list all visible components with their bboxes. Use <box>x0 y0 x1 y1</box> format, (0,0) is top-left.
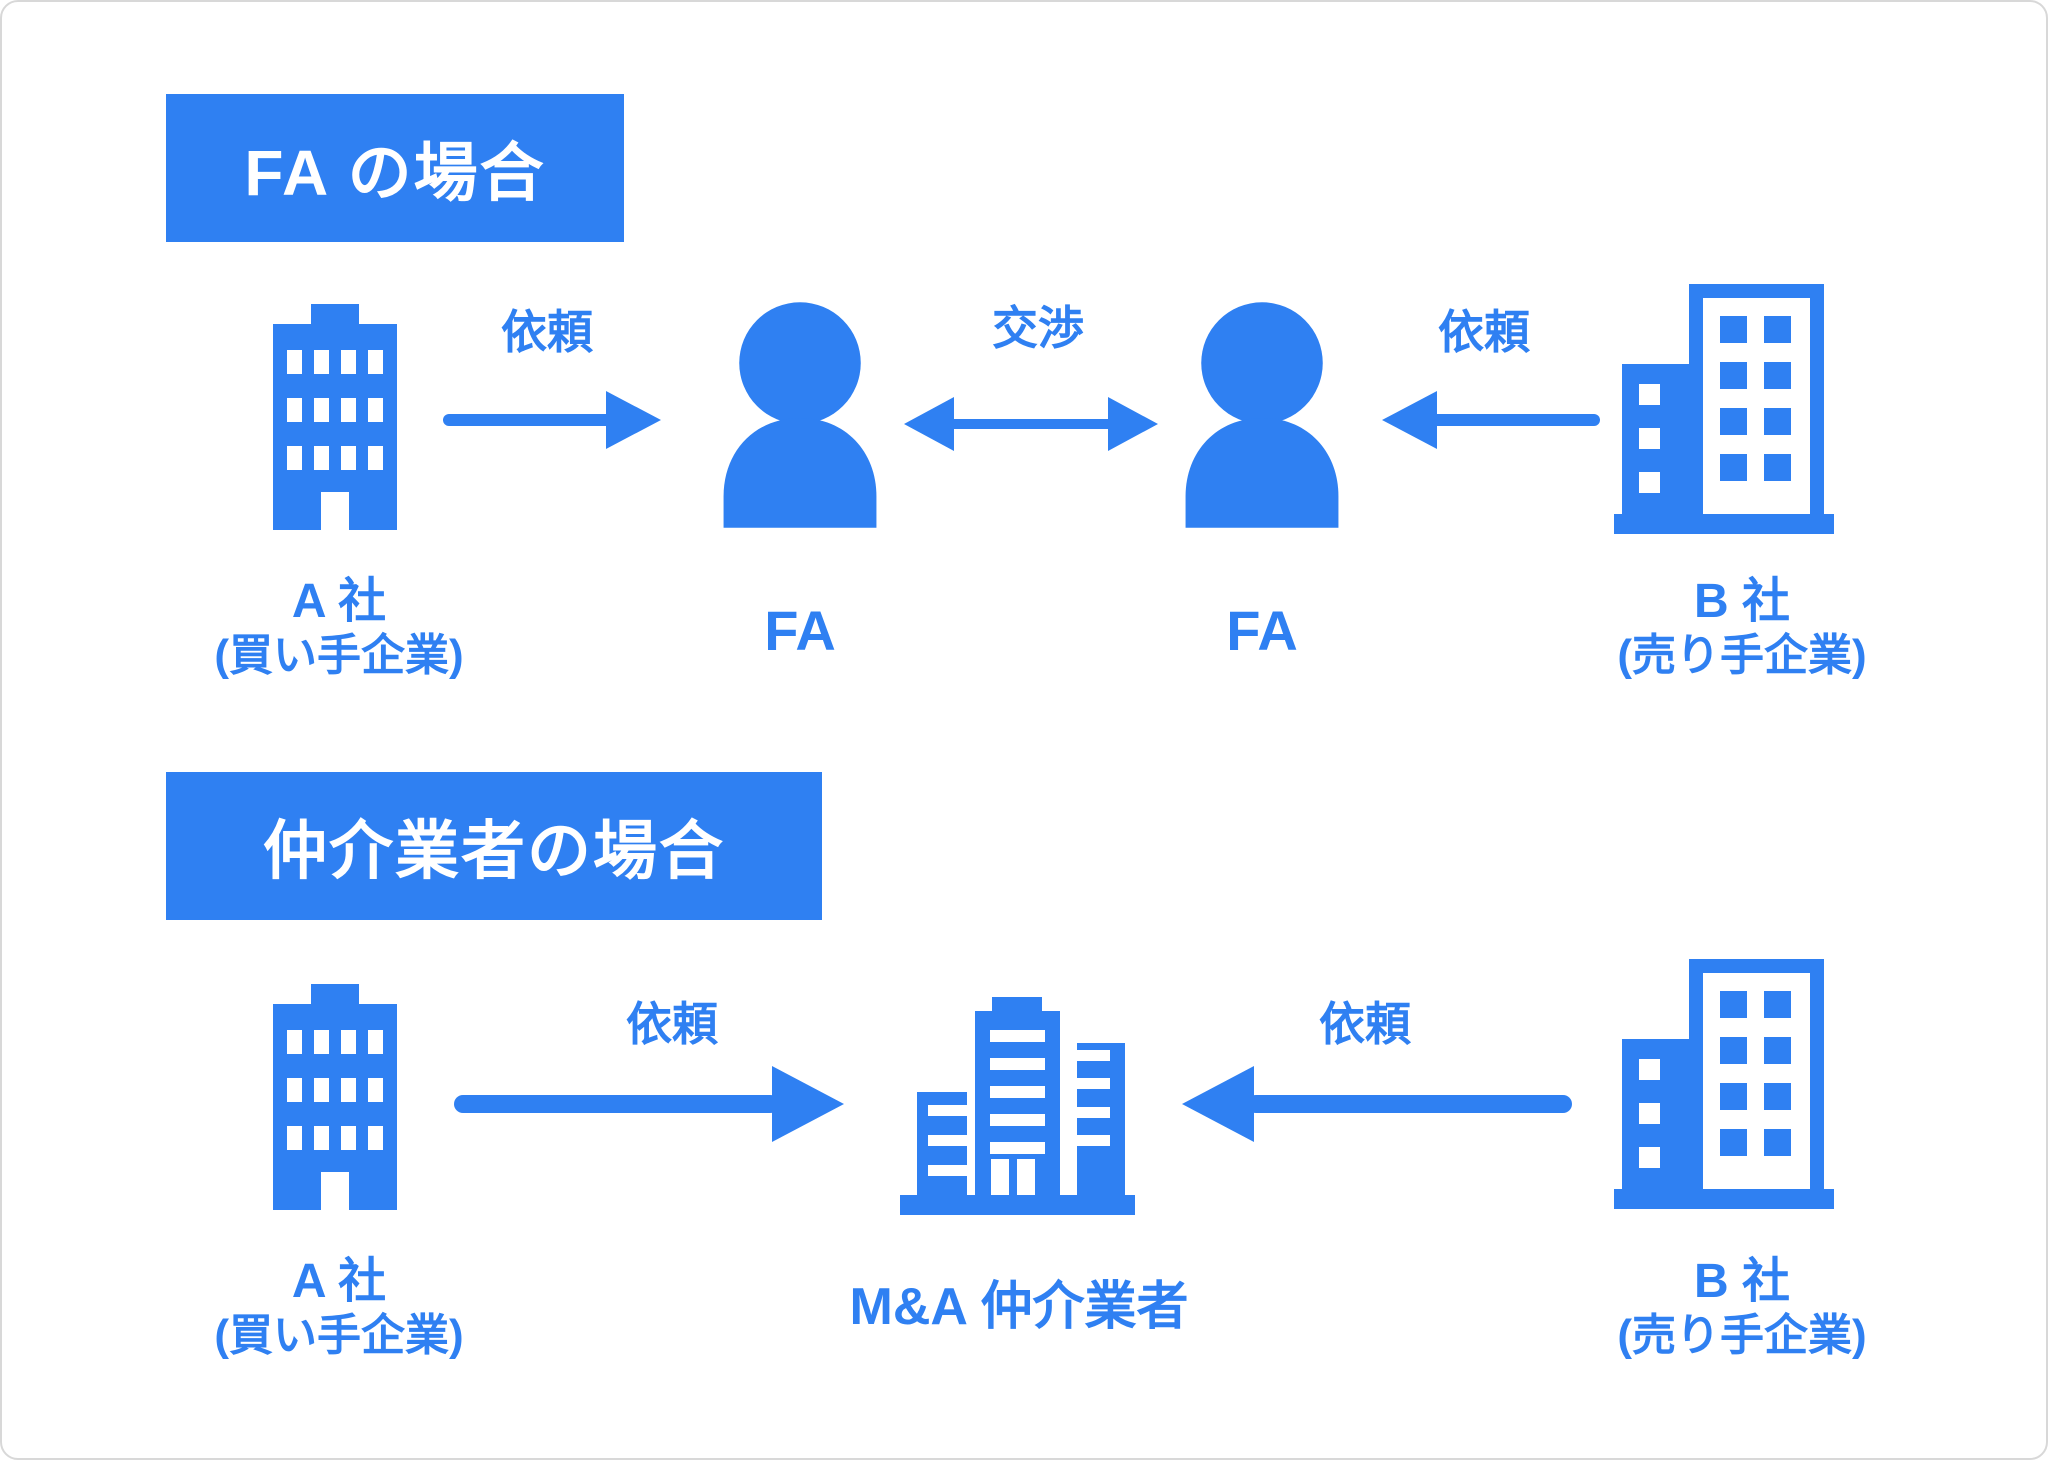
company-b-building-outline-icon <box>1614 959 1834 1209</box>
company-a-label: A 社 (買い手企業) <box>159 1254 519 1361</box>
broker-label: M&A 仲介業者 <box>849 1278 1189 1336</box>
broker-buildings-cluster-icon <box>900 997 1135 1215</box>
section-title-fa: FA の場合 <box>166 94 624 242</box>
company-a-building-solid-icon <box>265 984 405 1210</box>
company-b-label: B 社 (売り手企業) <box>1552 1254 1932 1361</box>
company-a-building-solid-icon <box>265 304 405 530</box>
arrow-both-icon <box>902 393 1160 455</box>
company-a-name: A 社 <box>291 575 387 628</box>
section-title-broker: 仲介業者の場合 <box>166 772 822 920</box>
company-a-label: A 社 (買い手企業) <box>159 574 519 681</box>
section-title-fa-text: FA の場合 <box>244 137 546 209</box>
arrow-right-icon <box>454 1062 846 1146</box>
section-title-broker-text: 仲介業者の場合 <box>263 815 725 887</box>
company-b-name: B 社 <box>1693 1255 1790 1308</box>
company-b-name: B 社 <box>1693 575 1790 628</box>
request-arrow-label: 依頼 <box>1438 306 1530 358</box>
company-b-role: (売り手企業) <box>1617 1310 1867 1360</box>
company-b-label: B 社 (売り手企業) <box>1552 574 1932 681</box>
arrow-left-icon <box>1180 1062 1572 1146</box>
fa-right-person-icon <box>1164 302 1360 528</box>
request-arrow-label: 依頼 <box>626 998 718 1050</box>
negotiation-arrow-label: 交渉 <box>992 302 1084 354</box>
company-a-role: (買い手企業) <box>214 1310 464 1360</box>
company-b-role: (売り手企業) <box>1617 630 1867 680</box>
fa-left-label: FA <box>764 599 836 662</box>
request-arrow-label: 依頼 <box>501 306 593 358</box>
request-arrow-label: 依頼 <box>1319 998 1411 1050</box>
arrow-left-icon <box>1380 389 1600 451</box>
fa-left-person-icon <box>702 302 898 528</box>
company-a-name: A 社 <box>291 1255 387 1308</box>
arrow-right-icon <box>443 389 663 451</box>
company-b-building-outline-icon <box>1614 284 1834 534</box>
company-a-role: (買い手企業) <box>214 630 464 680</box>
fa-right-label: FA <box>1226 599 1298 662</box>
